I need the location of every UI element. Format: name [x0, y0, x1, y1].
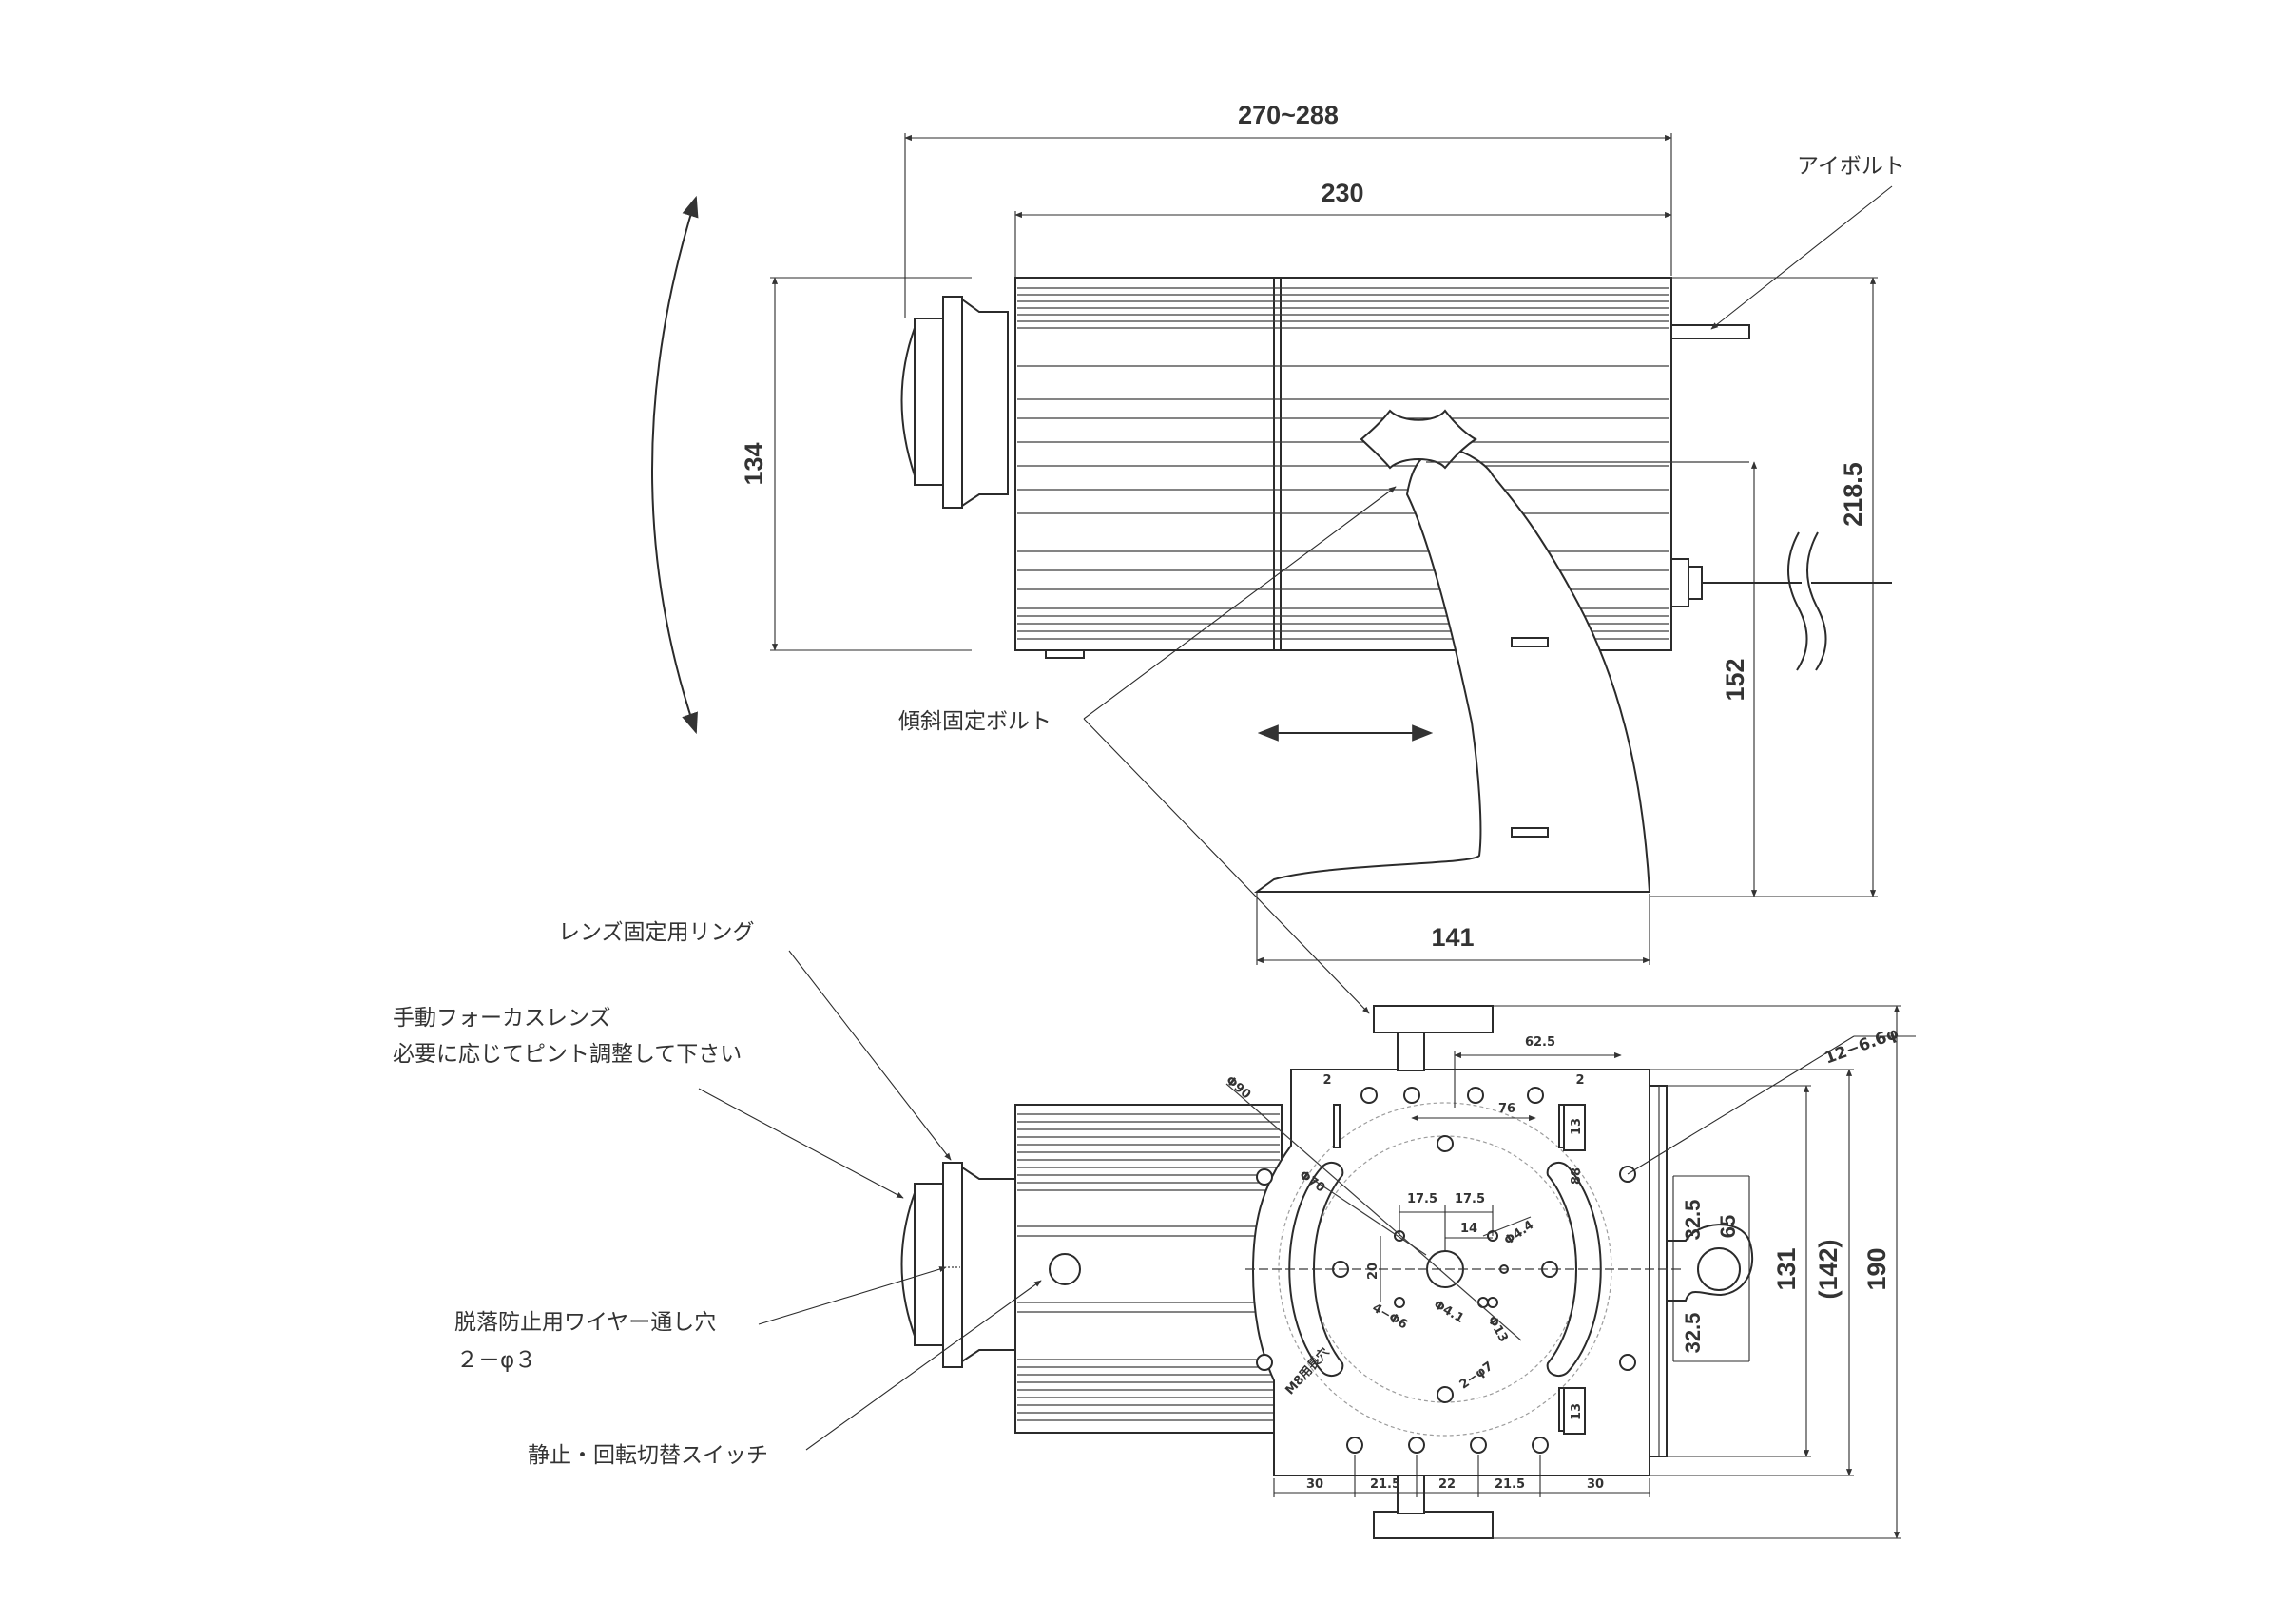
housing-body [1014, 277, 1672, 659]
dim-bottom-21-5-right: 21.5 [1495, 1477, 1525, 1492]
label-wire-hole-1: 脱落防止用ワイヤー通し穴 [454, 1310, 716, 1335]
dim-total-height: 218.5 [1839, 462, 1867, 527]
label-focus-lens-2: 必要に応じてピント調整して下さい [393, 1042, 742, 1067]
dim-body-height: 134 [740, 442, 768, 485]
dim-2-left: 2 [1322, 1073, 1331, 1088]
dim-phi90: Φ90 [1223, 1073, 1253, 1102]
label-focus-lens-1: 手動フォーカスレンズ [393, 1006, 611, 1031]
stand-yoke [1253, 409, 1749, 893]
dim-13-bottom: 13 [1570, 1403, 1584, 1420]
label-tilt-bolt: 傾斜固定ボルト [898, 709, 1052, 734]
dim-2-right: 2 [1575, 1073, 1584, 1088]
dim-bottom-21-5-left: 21.5 [1370, 1477, 1400, 1492]
dim-190: 190 [1862, 1247, 1891, 1290]
plan-view: 62.5 76 2 2 13 13 88 Φ90 Φ70 17.5 17.5 1… [900, 1005, 1916, 1539]
dim-32-5-bottom: 32.5 [1681, 1313, 1705, 1354]
side-view-dimensions: 270~288 230 134 218.5 152 141 [740, 101, 1878, 965]
eye-bolt [1670, 324, 1750, 339]
dim-bottom-22: 22 [1438, 1477, 1456, 1492]
dim-32-5-top: 32.5 [1681, 1200, 1705, 1241]
label-wire-hole-2: ２－φ３ [456, 1348, 536, 1373]
dim-body-length: 230 [1321, 179, 1363, 207]
lens-assembly [900, 296, 1009, 509]
dim-17-5-left: 17.5 [1407, 1192, 1437, 1206]
dim-base-width: 141 [1431, 923, 1474, 952]
dim-62-5: 62.5 [1525, 1035, 1555, 1050]
dim-12-holes: 12−6.6φ [1823, 1024, 1901, 1069]
dim-65: 65 [1716, 1215, 1740, 1238]
dim-17-5-right: 17.5 [1455, 1192, 1485, 1206]
dim-axis-height: 152 [1721, 658, 1749, 701]
dim-bottom-30-right: 30 [1587, 1477, 1604, 1492]
dim-76: 76 [1498, 1102, 1515, 1116]
dim-88: 88 [1570, 1167, 1584, 1185]
cable-gland [1670, 531, 1892, 671]
label-lens-ring: レンズ固定用リング [558, 920, 755, 945]
dim-overall-length: 270~288 [1238, 101, 1339, 129]
label-eyebolt: アイボルト [1797, 154, 1905, 179]
switch-knob[interactable] [1049, 1253, 1081, 1285]
label-switch: 静止・回転切替スイッチ [528, 1443, 768, 1468]
dim-bottom-30-left: 30 [1306, 1477, 1323, 1492]
callouts: アイボルト 傾斜固定ボルト レンズ固定用リング 手動フォーカスレンズ 必要に応じ… [393, 154, 1905, 1468]
dim-13-top: 13 [1570, 1118, 1584, 1135]
dim-142: (142) [1814, 1239, 1843, 1299]
base-plate [1225, 1005, 1754, 1539]
side-view [651, 195, 1892, 893]
dim-14: 14 [1460, 1222, 1477, 1236]
housing-body-plan [948, 1104, 1283, 1434]
dim-131: 131 [1772, 1247, 1801, 1290]
lens-assembly-plan [900, 1162, 1016, 1368]
dim-20: 20 [1366, 1263, 1380, 1280]
